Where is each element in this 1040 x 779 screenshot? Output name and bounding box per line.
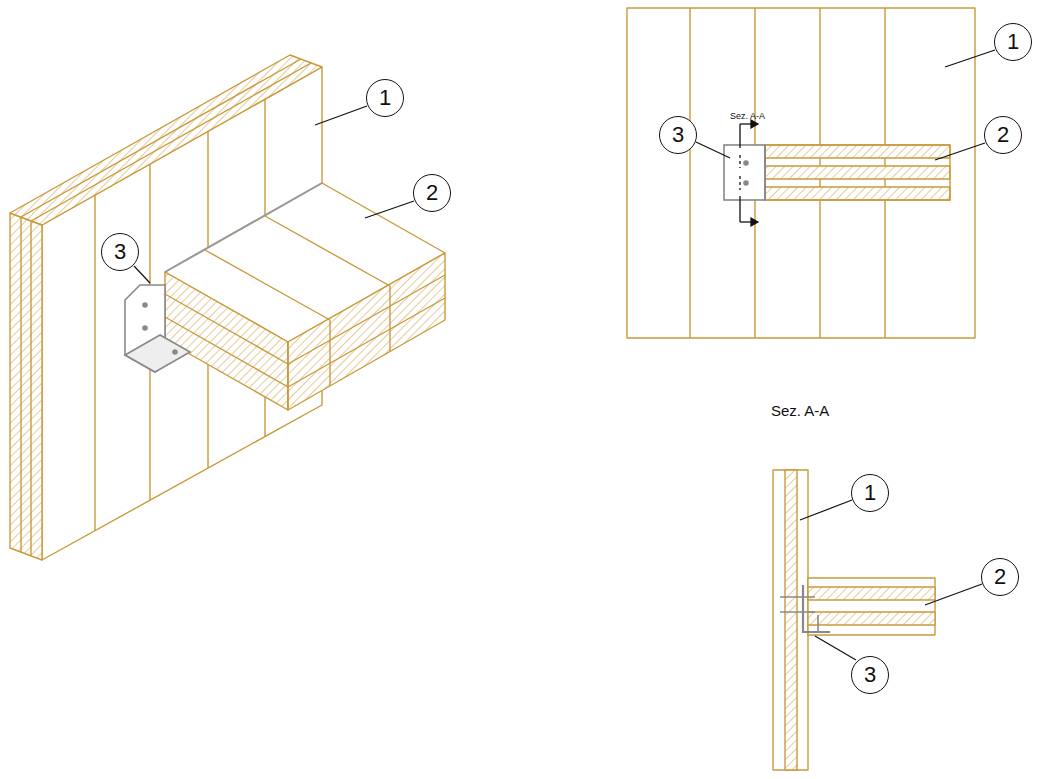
floor-side (165, 272, 288, 410)
label-text: 1 (864, 480, 876, 506)
callout-number: 2 (981, 558, 1019, 596)
label-text: 1 (1007, 29, 1019, 55)
label-text: Sez. A-A (771, 402, 829, 419)
label-text: 2 (426, 180, 438, 206)
label-text: 3 (672, 122, 684, 148)
callout-number: 3 (659, 116, 697, 154)
callout-number: 2 (413, 174, 451, 212)
label-text: 2 (994, 564, 1006, 590)
wall-elevation (627, 8, 975, 338)
section-label: Sez. A-A (771, 402, 829, 419)
leader-lines (134, 50, 995, 660)
section-label: Sez. A-A (730, 111, 765, 121)
floor-front (288, 253, 445, 410)
label-text: 3 (864, 662, 876, 688)
callout-number: 2 (984, 116, 1022, 154)
callout-number: 1 (851, 474, 889, 512)
label-text: 2 (997, 122, 1009, 148)
callout-number: 1 (994, 23, 1032, 61)
wall-edge (10, 213, 42, 560)
callout-number: 3 (101, 233, 139, 271)
label-text: 1 (379, 85, 391, 111)
callout-number: 1 (366, 79, 404, 117)
label-text: 3 (114, 239, 126, 265)
label-text: Sez. A-A (730, 111, 765, 121)
steel-bracket (125, 145, 830, 632)
wall-top (10, 55, 322, 225)
callout-number: 3 (851, 656, 889, 694)
